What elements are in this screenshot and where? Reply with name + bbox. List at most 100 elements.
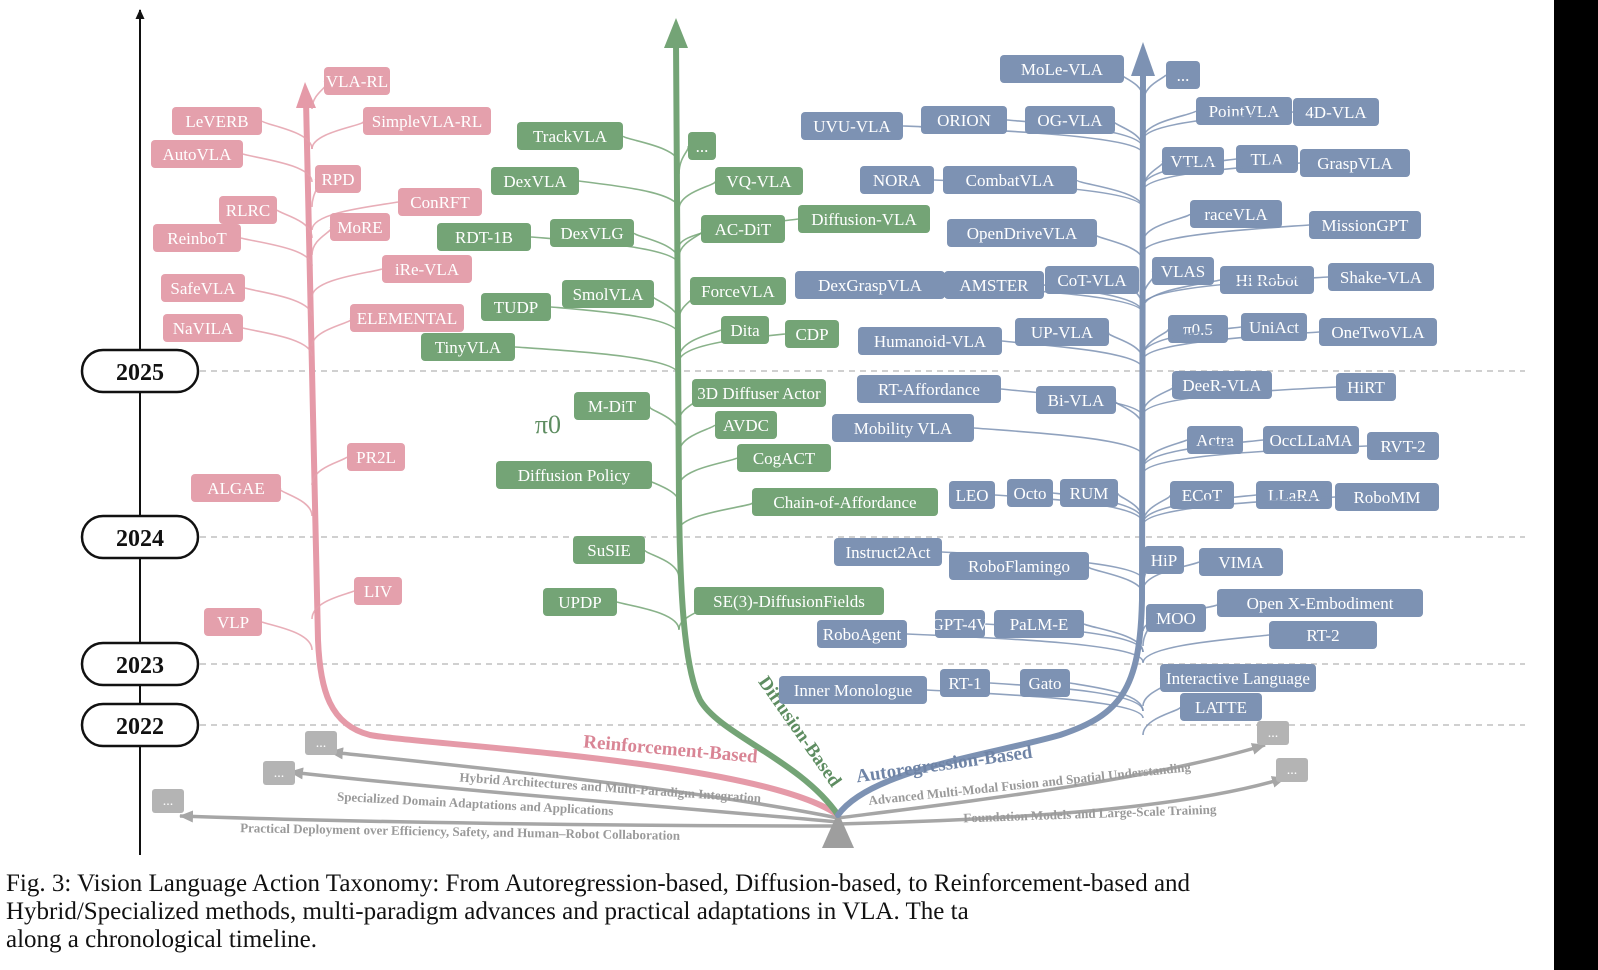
hybrid-ellipsis-text: ... <box>274 766 285 781</box>
rl-method-11-branch <box>244 287 313 317</box>
diffusion-method-10: ForceVLA <box>690 277 786 305</box>
ar-method-19: CoT-VLA <box>1045 266 1139 294</box>
ar-method-27-label: RT-Affordance <box>878 380 980 399</box>
rl-method-7: ConRFT <box>398 188 482 216</box>
diffusion-method-14: TinyVLA <box>421 333 515 361</box>
diffusion-method-23-label: UPDP <box>558 593 601 612</box>
diffusion-method-14-label: TinyVLA <box>435 338 502 357</box>
diffusion-method-8-branch <box>530 236 680 266</box>
ar-method-48-label: GPT-4V <box>932 615 990 634</box>
ar-method-31-branch <box>973 427 1144 457</box>
rl-method-3-branch <box>311 120 364 150</box>
diffusion-method-21: Chain-of-Affordance <box>752 488 938 516</box>
ar-method-41: Instruct2Act <box>834 538 942 566</box>
hybrid-ellipsis-text: ... <box>316 736 327 751</box>
ar-method-39-branch <box>1142 494 1257 524</box>
ar-method-15-branch <box>1093 232 1144 262</box>
rl-method-10-branch <box>311 268 383 298</box>
ar-method-30: Bi-VLA <box>1036 386 1116 414</box>
ar-method-2-branch <box>1142 74 1167 104</box>
ar-method-14-branch <box>1142 224 1310 254</box>
diffusion-method-24: SE(3)-DiffusionFields <box>694 587 884 615</box>
ar-method-30-label: Bi-VLA <box>1048 391 1105 410</box>
caption-line-1: Fig. 3: Vision Language Action Taxonomy:… <box>6 870 1191 897</box>
year-label-2022: 2022 <box>116 714 164 740</box>
diffusion-method-19-branch <box>678 457 738 487</box>
ar-method-40-label: RoboMM <box>1353 488 1420 507</box>
diffusion-method-3: DexVLA <box>491 167 579 195</box>
ar-method-35: LEO <box>949 481 995 509</box>
ar-method-14: MissionGPT <box>1309 211 1421 239</box>
ar-method-16: VLAS <box>1152 257 1214 285</box>
diffusion-method-9: SmolVLA <box>562 280 654 308</box>
ar-method-53-branch <box>989 682 1144 712</box>
ar-method-18-label: AMSTER <box>960 276 1030 295</box>
year-label-2025: 2025 <box>116 360 164 386</box>
ar-method-49-branch <box>1083 623 1144 653</box>
diffusion-method-15: 3D Diffuser Actor <box>692 379 826 407</box>
ar-method-25: OneTwoVLA <box>1319 318 1437 346</box>
rl-method-7-label: ConRFT <box>410 193 470 212</box>
caption-line-3: along a chronological timeline. <box>6 926 318 953</box>
ar-method-42: RoboFlamingo <box>949 552 1089 580</box>
ar-method-33-label: OccLLaMA <box>1269 431 1353 450</box>
diffusion-method-23: UPDP <box>543 588 617 616</box>
hybrid-arrow-2 <box>289 767 839 824</box>
ar-method-3-branch <box>1142 110 1197 140</box>
rl-method-9-branch <box>240 237 313 267</box>
ar-method-37: RUM <box>1060 479 1118 507</box>
ar-method-49-label: PaLM-E <box>1010 615 1069 634</box>
rl-method-2: LeVERB <box>172 107 262 135</box>
ar-method-53-label: RT-1 <box>948 674 981 693</box>
ar-method-20-branch <box>1142 279 1221 309</box>
rl-method-13: NaVILA <box>163 314 243 342</box>
ar-method-52-label: Inner Monologue <box>794 681 913 700</box>
rl-method-1: VLA-RL <box>324 67 390 95</box>
ar-method-11-label: NORA <box>873 171 922 190</box>
ar-method-51: Interactive Language <box>1160 664 1316 692</box>
ar-method-25-branch <box>1142 331 1320 361</box>
year-label-2024: 2024 <box>116 526 164 552</box>
ar-method-31-label: Mobility VLA <box>854 419 953 438</box>
ar-method-28-label: DeeR-VLA <box>1182 376 1262 395</box>
rl-method-6: RLRC <box>219 196 277 224</box>
ar-method-39-label: LLaRA <box>1268 486 1321 505</box>
rl-method-10: iRe-VLA <box>382 255 472 283</box>
ar-method-50-branch <box>906 633 1144 663</box>
ar-method-38-label: ECoT <box>1182 486 1223 505</box>
ar-method-15: OpenDriveVLA <box>947 219 1097 247</box>
diffusion-method-16-label: M-DiT <box>588 397 637 416</box>
ar-method-24-branch <box>1142 326 1242 356</box>
rl-method-7-branch <box>311 201 399 231</box>
year-marker-2025: 2025 <box>80 348 1525 394</box>
hybrid-label-5: Foundation Models and Large-Scale Traini… <box>963 802 1217 826</box>
rl-method-15-branch <box>279 487 313 517</box>
ar-method-44: VIMA <box>1199 548 1283 576</box>
ar-method-40: RoboMM <box>1335 483 1439 511</box>
ar-method-13: raceVLA <box>1190 200 1282 228</box>
rl-method-16-branch <box>311 590 355 620</box>
ar-method-52: Inner Monologue <box>779 676 927 704</box>
rl-method-9: ReinboT <box>153 224 241 252</box>
diffusion-method-13-label: CDP <box>795 325 828 344</box>
ar-method-32: Actra <box>1187 426 1243 454</box>
ar-method-42-branch <box>1087 565 1144 595</box>
ar-method-40-branch <box>1142 496 1336 526</box>
ar-method-46: MOO <box>1146 604 1206 632</box>
ar-method-42-label: RoboFlamingo <box>968 557 1070 576</box>
diffusion-method-15-label: 3D Diffuser Actor <box>697 384 821 403</box>
rl-method-3: SimpleVLA-RL <box>363 107 491 135</box>
ar-method-23-label: π0.5 <box>1183 320 1213 339</box>
ar-method-54-branch <box>1069 682 1144 712</box>
hybrid-label-2: Specialized Domain Adaptations and Appli… <box>337 789 614 818</box>
ar-method-5-label: UVU-VLA <box>813 117 891 136</box>
ar-method-26-label: Humanoid-VLA <box>874 332 987 351</box>
diffusion-method-18-branch <box>678 424 716 454</box>
diffusion-method-6-label: AC-DiT <box>715 220 772 239</box>
ar-method-15-label: OpenDriveVLA <box>967 224 1078 243</box>
year-label-2023: 2023 <box>116 653 164 679</box>
ar-method-7-label: OG-VLA <box>1037 111 1103 130</box>
diffusion-method-1-label: TrackVLA <box>533 127 608 146</box>
diffusion-method-16: M-DiT <box>574 392 650 420</box>
